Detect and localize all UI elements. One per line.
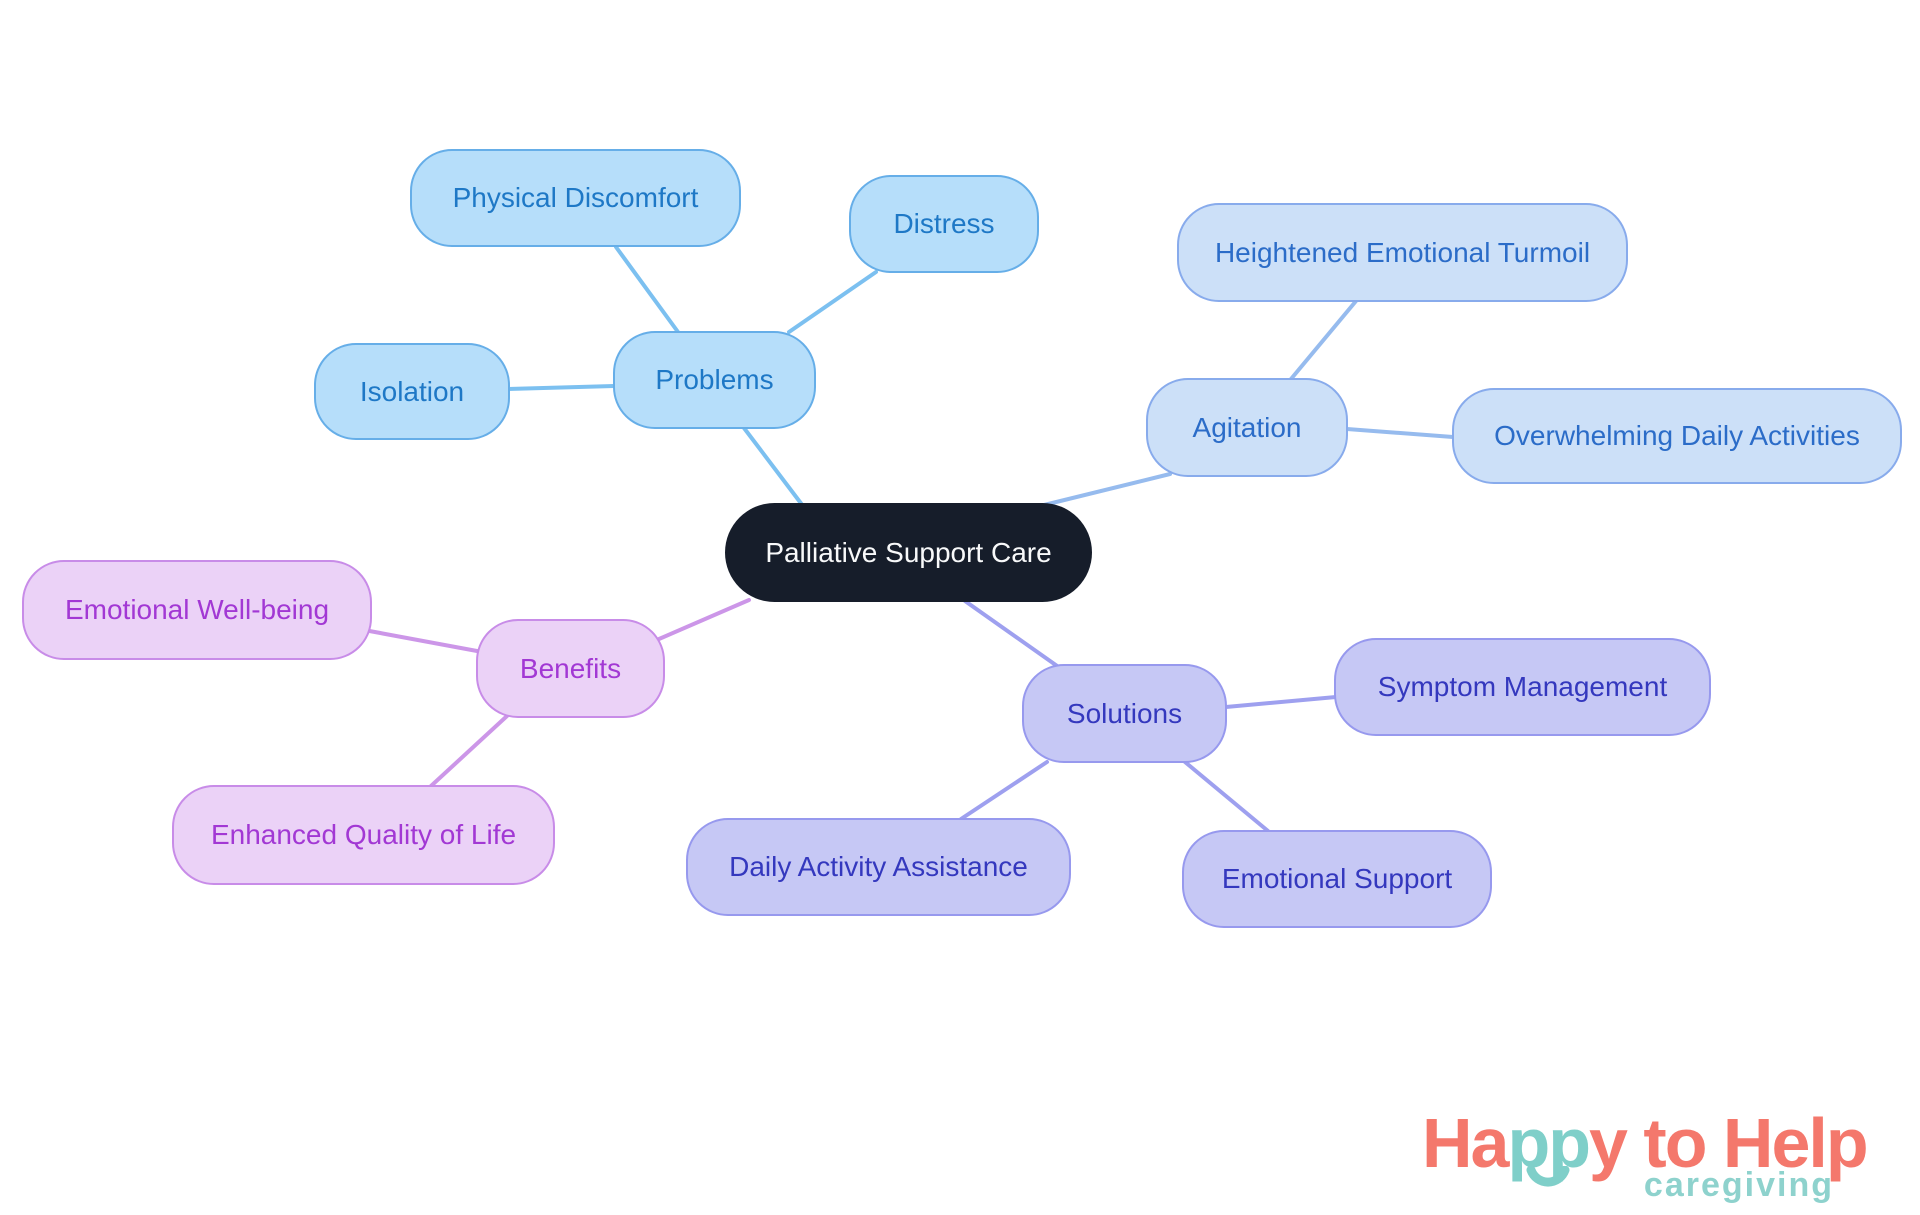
node-label: Distress: [893, 208, 995, 239]
edge-problems-to-central: [742, 426, 805, 508]
node-label: Heightened Emotional Turmoil: [1214, 236, 1591, 268]
smile-icon: [1526, 1166, 1570, 1187]
logo-text-ha: Ha: [1422, 1104, 1509, 1182]
node-label: Symptom Management: [1377, 671, 1668, 702]
edge-physical-discomfort-to-problems: [614, 245, 680, 334]
node-label: Emotional Support: [1221, 863, 1453, 894]
node-enhanced-quality-of-life[interactable]: Enhanced Quality of Life: [172, 785, 555, 885]
node-label: Enhanced Quality of Life: [210, 819, 517, 850]
logo-caption: caregiving: [1643, 1166, 1834, 1204]
node-label: Overwhelming Daily Activities: [1494, 420, 1860, 451]
node-physical-discomfort[interactable]: Physical Discomfort: [410, 149, 741, 247]
node-daily-activity-assistance[interactable]: Daily Activity Assistance: [686, 818, 1071, 916]
edge-benefits-to-enhanced-quality-of-life: [429, 714, 509, 788]
edge-agitation-to-overwhelming-daily-activities: [1345, 427, 1455, 439]
edge-agitation-to-central: [1038, 472, 1172, 508]
node-label: Agitation: [1192, 411, 1302, 443]
node-label: Emotional Well-being: [64, 594, 330, 625]
node-overwhelming-daily-activities[interactable]: Overwhelming Daily Activities: [1452, 388, 1902, 484]
node-label: Benefits: [519, 652, 622, 684]
smile-arc: [1526, 1166, 1570, 1187]
edge-solutions-to-daily-activity-assistance: [959, 760, 1049, 821]
node-symptom-management[interactable]: Symptom Management: [1334, 638, 1711, 736]
edge-heightened-emotional-turmoil-to-agitation: [1289, 299, 1358, 381]
edge-isolation-to-problems: [506, 384, 616, 391]
logo-text-pp: pp: [1507, 1108, 1591, 1187]
node-label: Problems: [655, 364, 774, 395]
node-agitation[interactable]: Agitation: [1146, 378, 1348, 477]
node-label: Solutions: [1066, 697, 1183, 729]
node-central[interactable]: Palliative Support Care: [725, 503, 1092, 602]
node-isolation[interactable]: Isolation: [314, 343, 510, 440]
node-label: Palliative Support Care: [765, 536, 1052, 568]
node-label: Physical Discomfort: [452, 182, 699, 213]
node-distress[interactable]: Distress: [849, 175, 1039, 273]
edge-benefits-to-central: [657, 598, 751, 641]
edge-central-to-solutions: [963, 599, 1062, 670]
node-emotional-support[interactable]: Emotional Support: [1182, 830, 1492, 928]
node-heightened-emotional-turmoil[interactable]: Heightened Emotional Turmoil: [1177, 203, 1628, 302]
node-solutions[interactable]: Solutions: [1022, 664, 1227, 763]
edge-emotional-well-being-to-benefits: [362, 628, 479, 653]
node-problems[interactable]: Problems: [613, 331, 816, 429]
logo-text-pp-letters: pp: [1507, 1104, 1591, 1182]
node-emotional-well-being[interactable]: Emotional Well-being: [22, 560, 372, 660]
logo-text-y-to-help: y to Help: [1589, 1104, 1869, 1182]
node-label: Daily Activity Assistance: [729, 851, 1028, 882]
node-label: Isolation: [359, 375, 465, 407]
node-benefits[interactable]: Benefits: [476, 619, 665, 718]
edge-distress-to-problems: [787, 270, 878, 334]
edge-solutions-to-emotional-support: [1183, 760, 1270, 833]
edge-solutions-to-symptom-management: [1224, 695, 1338, 709]
